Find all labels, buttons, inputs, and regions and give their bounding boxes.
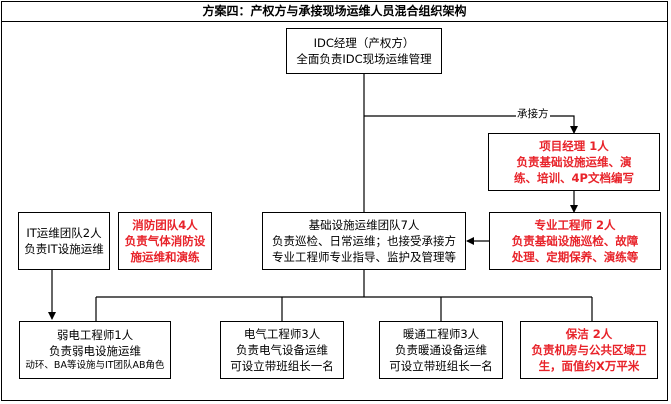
node-fire-team: 消防团队4人 负责气体消防设 施运维和演练 bbox=[118, 212, 212, 270]
node-it-team-line2: 负责IT设施运维 bbox=[24, 242, 104, 256]
node-project-manager: 项目经理 1人 负责基础设施运维、演 练、培训、4P文档编写 bbox=[488, 133, 660, 191]
node-project-manager-line1: 项目经理 1人 bbox=[539, 139, 609, 153]
node-cleaning-line1: 保洁 2人 bbox=[565, 327, 613, 341]
node-fire-team-line1: 消防团队4人 bbox=[132, 218, 198, 232]
node-fire-team-line3: 施运维和演练 bbox=[130, 250, 200, 264]
node-cleaning: 保洁 2人 负责机房与公共区域卫 生，面值约X万平米 bbox=[520, 321, 658, 379]
node-weak-engineer-line2: 负责弱电设施运维 bbox=[49, 344, 141, 358]
node-hvac-engineer-line3: 可设立带班组长一名 bbox=[389, 359, 493, 373]
diagram-title: 方案四：产权方与承接现场运维人员混合组织架构 bbox=[1, 1, 668, 22]
node-project-manager-line3: 练、培训、4P文档编写 bbox=[514, 171, 634, 185]
node-idc-manager-line2: 全面负责IDC现场运维管理 bbox=[296, 52, 432, 66]
node-weak-engineer: 弱电工程师1人 负责弱电设施运维 动环、BA等设施与IT团队AB角色 bbox=[19, 321, 171, 379]
node-elec-engineer-line1: 电气工程师3人 bbox=[243, 327, 321, 341]
node-pro-engineer: 专业工程师 2人 负责基础设施巡检、故障 处理、定期保养、演练等 bbox=[489, 212, 661, 270]
node-pro-engineer-line3: 处理、定期保养、演练等 bbox=[511, 250, 639, 264]
node-pro-engineer-line1: 专业工程师 2人 bbox=[534, 218, 616, 232]
node-elec-engineer: 电气工程师3人 负责电气设备运维 可设立带班组长一名 bbox=[220, 321, 344, 379]
node-infra-team-line2: 负责巡检、日常运维；也接受承接方 bbox=[272, 234, 456, 248]
node-hvac-engineer-line2: 负责暖通设备运维 bbox=[395, 343, 487, 357]
node-infra-team-line3: 专业工程师专业指导、监护及管理等 bbox=[272, 250, 456, 264]
node-idc-manager-line1: IDC经理（产权方） bbox=[313, 36, 415, 50]
node-project-manager-line2: 负责基础设施运维、演 bbox=[516, 155, 632, 169]
node-elec-engineer-line2: 负责电气设备运维 bbox=[236, 343, 328, 357]
node-weak-engineer-line1: 弱电工程师1人 bbox=[56, 328, 134, 342]
line-to-project-manager bbox=[364, 115, 578, 134]
node-infra-team-line1: 基础设施运维团队7人 bbox=[308, 218, 420, 232]
node-cleaning-line2: 负责机房与公共区域卫 bbox=[531, 343, 647, 357]
node-hvac-engineer: 暖通工程师3人 负责暖通设备运维 可设立带班组长一名 bbox=[379, 321, 503, 379]
node-idc-manager: IDC经理（产权方） 全面负责IDC现场运维管理 bbox=[286, 28, 442, 74]
node-weak-engineer-line3: 动环、BA等设施与IT团队AB角色 bbox=[25, 360, 165, 371]
node-infra-team: 基础设施运维团队7人 负责巡检、日常运维；也接受承接方 专业工程师专业指导、监护… bbox=[262, 212, 466, 270]
node-hvac-engineer-line1: 暖通工程师3人 bbox=[402, 327, 480, 341]
node-it-team: IT运维团队2人 负责IT设施运维 bbox=[18, 212, 110, 270]
node-elec-engineer-line3: 可设立带班组长一名 bbox=[230, 359, 334, 373]
node-fire-team-line2: 负责气体消防设 bbox=[124, 234, 206, 248]
node-it-team-line1: IT运维团队2人 bbox=[26, 226, 102, 240]
connector-label-contractor: 承接方 bbox=[516, 108, 550, 120]
node-cleaning-line3: 生，面值约X万平米 bbox=[538, 359, 640, 373]
node-pro-engineer-line2: 负责基础设施巡检、故障 bbox=[511, 234, 639, 248]
